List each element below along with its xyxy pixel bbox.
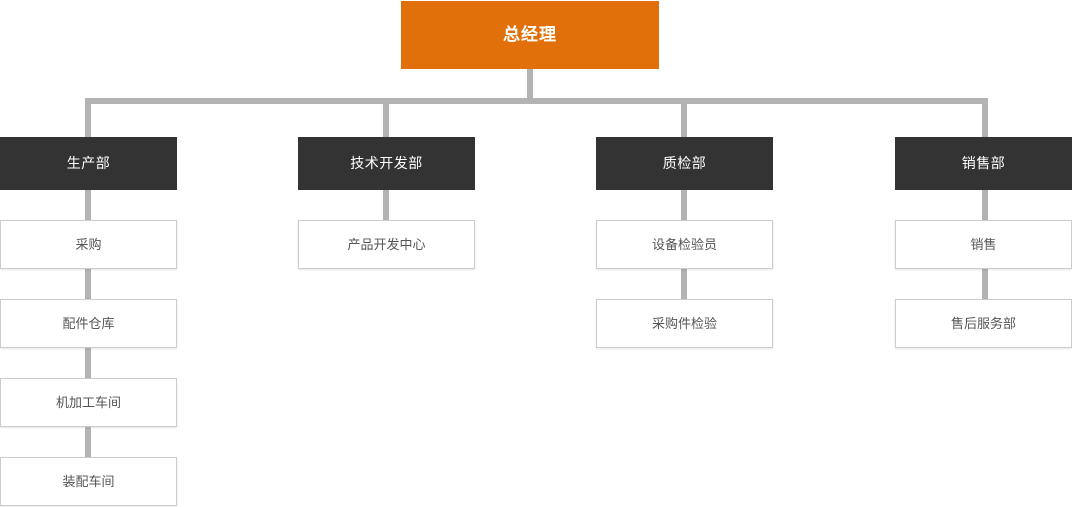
node-dept-production[interactable]: 生产部: [0, 137, 177, 190]
node-sub-label: 采购件检验: [651, 315, 717, 331]
connector-c3-sub-1-to-sub-2: [681, 265, 687, 303]
connector-c4-sub-1-to-sub-2: [982, 265, 988, 303]
connector-c1-sub-3-to-sub-4: [85, 423, 91, 461]
node-dept-label: 销售部: [961, 155, 1006, 172]
node-sub-product-development-center[interactable]: 产品开发中心: [298, 220, 475, 269]
connector-c4-dept-to-sub-1: [982, 186, 988, 224]
node-sub-label: 产品开发中心: [347, 236, 426, 252]
connector-c1-sub-2-to-sub-3: [85, 344, 91, 382]
connector-bus-to-dept-4: [982, 98, 988, 140]
node-sub-after-sales-service[interactable]: 售后服务部: [895, 299, 1072, 348]
connector-c1-sub-1-to-sub-2: [85, 265, 91, 303]
connector-root-stem: [527, 69, 533, 104]
node-sub-label: 装配车间: [62, 473, 115, 489]
connector-c1-dept-to-sub-1: [85, 186, 91, 224]
node-sub-label: 采购: [75, 236, 102, 252]
node-dept-label: 生产部: [66, 155, 111, 172]
node-sub-label: 设备检验员: [651, 236, 717, 252]
node-sub-label: 售后服务部: [950, 315, 1016, 331]
node-dept-quality-inspection[interactable]: 质检部: [596, 137, 773, 190]
connector-bus-to-dept-3: [681, 98, 687, 140]
node-sub-procurement[interactable]: 采购: [0, 220, 177, 269]
node-dept-label: 技术开发部: [350, 155, 423, 172]
node-sub-label: 配件仓库: [62, 315, 115, 331]
node-sub-label: 销售: [970, 236, 997, 252]
node-root-label: 总经理: [503, 24, 557, 44]
node-sub-sales[interactable]: 销售: [895, 220, 1072, 269]
connector-bus-to-dept-1: [85, 98, 91, 140]
node-sub-parts-warehouse[interactable]: 配件仓库: [0, 299, 177, 348]
node-sub-label: 机加工车间: [55, 394, 121, 410]
node-dept-label: 质检部: [662, 155, 707, 172]
connector-c3-dept-to-sub-1: [681, 186, 687, 224]
node-sub-equipment-inspector[interactable]: 设备检验员: [596, 220, 773, 269]
node-sub-assembly-workshop[interactable]: 装配车间: [0, 457, 177, 506]
node-dept-sales[interactable]: 销售部: [895, 137, 1072, 190]
connector-horizontal-bus: [85, 98, 988, 104]
node-root-general-manager[interactable]: 总经理: [401, 1, 659, 69]
node-sub-machining-workshop[interactable]: 机加工车间: [0, 378, 177, 427]
node-dept-technical-development[interactable]: 技术开发部: [298, 137, 475, 190]
connector-bus-to-dept-2: [383, 98, 389, 140]
connector-c2-dept-to-sub-1: [383, 186, 389, 224]
node-sub-purchased-parts-inspection[interactable]: 采购件检验: [596, 299, 773, 348]
